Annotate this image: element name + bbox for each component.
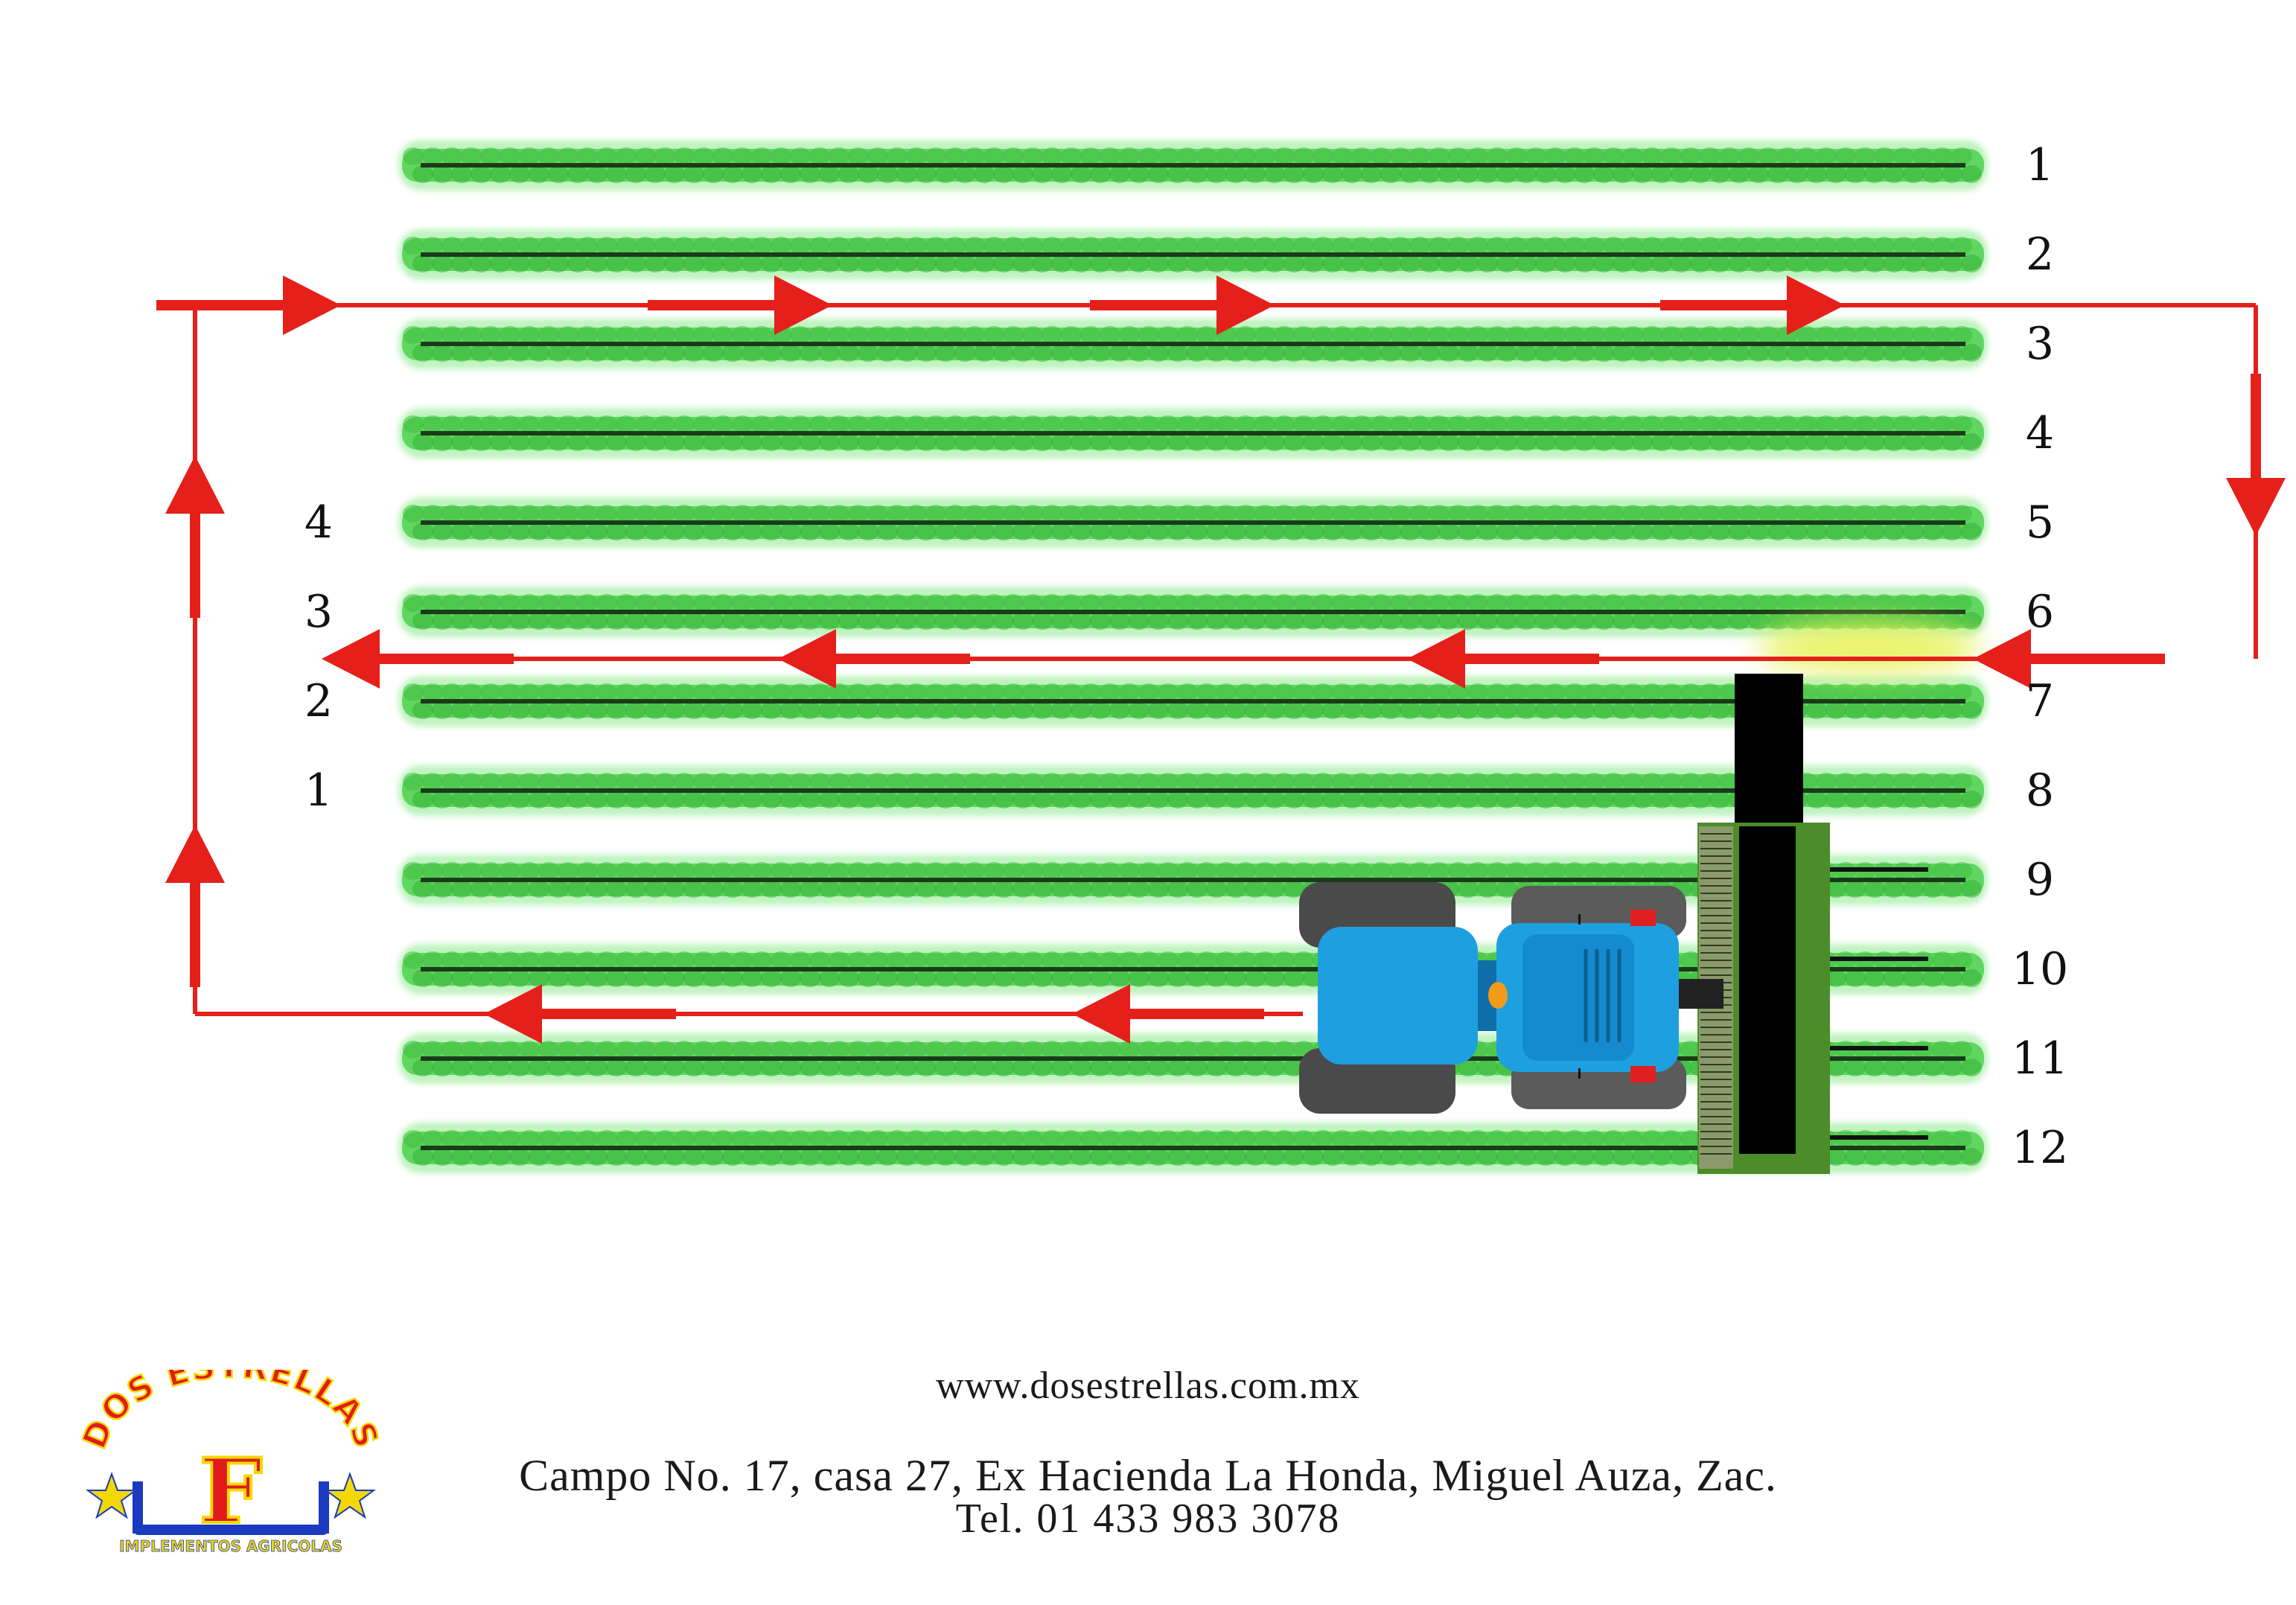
pass-number-label: 1: [304, 765, 334, 817]
path-arrow-icon: [165, 825, 225, 987]
row-number-label: 9: [2025, 854, 2055, 906]
path-arrow-icon: [1660, 275, 1845, 335]
svg-text:IMPLEMENTOS AGRICOLAS: IMPLEMENTOS AGRICOLAS: [119, 1537, 342, 1555]
phone-text: Tel. 01 433 983 3078: [955, 1496, 1341, 1542]
pass-number-label: 3: [304, 586, 334, 638]
crop-row: [398, 140, 1988, 191]
row-number-label: 10: [2011, 943, 2069, 995]
pass-number-label: 2: [304, 675, 334, 727]
path-arrow-icon: [484, 984, 676, 1044]
crop-row: [398, 765, 1988, 816]
row-number-label: 6: [2025, 586, 2055, 638]
row-number-label: 3: [2025, 318, 2055, 370]
crop-row: [398, 319, 1988, 369]
implement-icon: [1697, 674, 1928, 1174]
tractor-icon: [1299, 882, 1723, 1114]
path-arrow-icon: [1090, 275, 1275, 335]
address-text: Campo No. 17, casa 27, Ex Hacienda La Ho…: [519, 1451, 1777, 1500]
path-arrow-icon: [2226, 374, 2286, 536]
path-arrow-icon: [165, 456, 225, 618]
path-arrow-icon: [322, 629, 514, 689]
crop-row: [398, 408, 1988, 459]
brand-logo: DOS ESTRELLAS F IMPLEMENTOS AGRICOLAS: [82, 1370, 380, 1555]
path-arrow-icon: [1072, 984, 1264, 1044]
crop-row: [398, 229, 1988, 280]
row-number-label: 5: [2025, 497, 2055, 549]
path-arrow-icon: [1407, 629, 1599, 689]
path-arrow-icon: [648, 275, 832, 335]
path-arrows: [156, 275, 2286, 1044]
website-text[interactable]: www.dosestrellas.com.mx: [936, 1365, 1360, 1407]
row-number-label: 1: [2025, 139, 2055, 191]
row-number-label: 4: [2025, 407, 2055, 459]
row-number-label: 7: [2025, 675, 2055, 727]
pass-number-label: 4: [304, 497, 334, 549]
row-number-label: 2: [2025, 229, 2055, 281]
row-number-label: 8: [2025, 765, 2055, 817]
path-arrow-icon: [778, 629, 970, 689]
path-arrow-icon: [1973, 629, 2165, 689]
crop-row: [398, 587, 1988, 637]
row-number-label: 11: [2011, 1033, 2069, 1085]
svg-text:F: F: [199, 1439, 262, 1544]
exhaust-cloud: [1757, 622, 1980, 673]
crop-row: [398, 676, 1988, 727]
crop-row: [398, 497, 1988, 548]
crop-row: [398, 1123, 1988, 1173]
path-arrow-icon: [156, 275, 341, 335]
row-number-label: 12: [2011, 1122, 2069, 1174]
